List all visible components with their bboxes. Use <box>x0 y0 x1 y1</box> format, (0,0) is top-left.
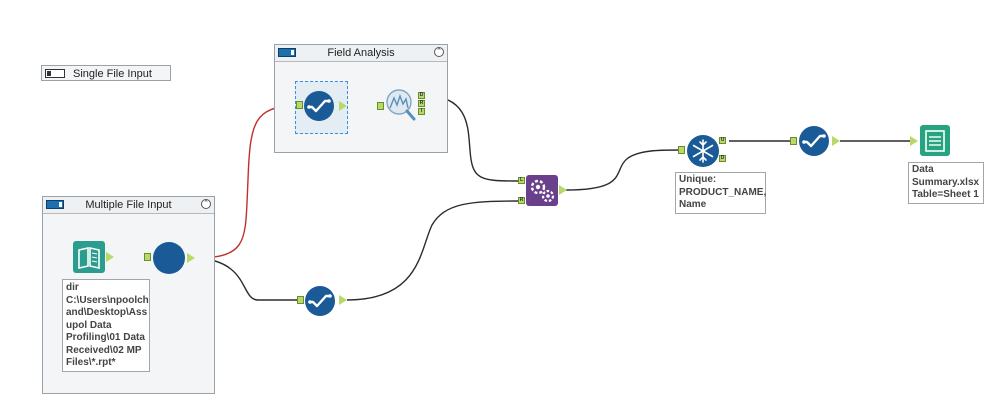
output-anchor[interactable] <box>339 101 347 111</box>
output-anchor-u[interactable]: U <box>719 137 726 144</box>
annotation-line: upol Data <box>66 319 112 331</box>
input-anchor[interactable] <box>144 253 151 261</box>
input-anchor-r[interactable]: R <box>518 197 525 204</box>
snowflake-icon <box>692 139 714 163</box>
join-tool[interactable] <box>526 175 558 206</box>
select-tool-final[interactable] <box>799 126 829 156</box>
unique-tool[interactable] <box>687 135 719 167</box>
field-analysis-header[interactable]: Field Analysis ⌃ <box>275 45 447 62</box>
annotation-line: dir <box>66 282 79 293</box>
field-analysis-title: Field Analysis <box>327 47 395 59</box>
annotation-line: Table=Sheet 1 <box>912 189 979 200</box>
output-anchor-r[interactable]: R <box>418 100 425 107</box>
book-icon <box>78 247 100 269</box>
select-tool-lower[interactable] <box>305 286 335 316</box>
single-file-input-title: Single File Input <box>73 68 152 80</box>
dynamic-input-icon <box>153 242 185 274</box>
output-annotation: Data Summary.xlsx Table=Sheet 1 <box>908 162 984 204</box>
input-anchor[interactable] <box>910 136 918 146</box>
multiple-file-input-header[interactable]: Multiple File Input ⌃ <box>43 197 214 214</box>
collapse-button[interactable]: ⌃ <box>434 47 444 57</box>
directory-annotation: dir C:\Users\npoolch and\Desktop\Ass upo… <box>62 279 150 372</box>
annotation-line: C:\Users\npoolch <box>66 294 149 306</box>
input-anchor[interactable] <box>377 102 384 110</box>
annotation-line: Profiling\01 Data <box>66 332 145 343</box>
output-anchor[interactable] <box>187 253 195 263</box>
dynamic-input-tool[interactable] <box>153 242 185 274</box>
input-anchor[interactable] <box>790 137 797 145</box>
checkmark-icon <box>802 134 826 148</box>
output-data-tool[interactable] <box>920 125 950 156</box>
connection-summary-to-join[interactable] <box>425 95 519 182</box>
annotation-line: and\Desktop\Ass <box>66 307 148 318</box>
annotation-line: PRODUCT_NAME, <box>679 186 767 198</box>
checkmark-icon <box>308 294 332 308</box>
output-anchor-d[interactable]: D <box>418 92 425 99</box>
output-anchor[interactable] <box>832 136 840 146</box>
file-output-icon <box>925 130 945 152</box>
output-anchor-d[interactable]: D <box>719 155 726 162</box>
annotation-line: Files\*.rpt* <box>66 357 116 368</box>
input-anchor[interactable] <box>678 146 685 154</box>
connection-record-to-select[interactable] <box>194 104 296 259</box>
input-anchor-l[interactable]: L <box>518 177 525 184</box>
connection-join-to-unique[interactable] <box>565 149 681 191</box>
single-file-input-container[interactable]: Single File Input <box>41 65 171 81</box>
annotation-line: Received\02 MP <box>66 344 142 356</box>
unique-annotation: Unique: PRODUCT_NAME, Name <box>675 172 766 214</box>
container-badge-icon <box>278 48 296 57</box>
annotation-line: Data <box>912 164 934 175</box>
output-anchor-i[interactable]: I <box>418 108 425 115</box>
select-tool[interactable] <box>304 91 334 121</box>
output-anchor[interactable] <box>339 295 347 305</box>
checkmark-icon <box>307 99 331 113</box>
annotation-line: Name <box>679 199 707 210</box>
gears-icon <box>530 179 555 203</box>
input-anchor[interactable] <box>296 101 303 109</box>
input-anchor[interactable] <box>297 296 304 304</box>
field-summary-icon <box>386 89 416 121</box>
output-anchor[interactable] <box>559 185 567 195</box>
container-badge-icon <box>45 69 65 78</box>
annotation-line: Summary.xlsx <box>912 176 980 188</box>
collapse-button[interactable]: ⌃ <box>201 199 211 209</box>
container-badge-icon <box>46 200 64 209</box>
output-anchor[interactable] <box>106 252 114 262</box>
connection-lower-select-to-join[interactable] <box>346 200 519 301</box>
annotation-line: Unique: <box>679 174 717 185</box>
multiple-file-input-title: Multiple File Input <box>85 199 172 211</box>
field-summary-tool[interactable] <box>385 88 417 122</box>
input-data-tool[interactable] <box>73 241 105 273</box>
